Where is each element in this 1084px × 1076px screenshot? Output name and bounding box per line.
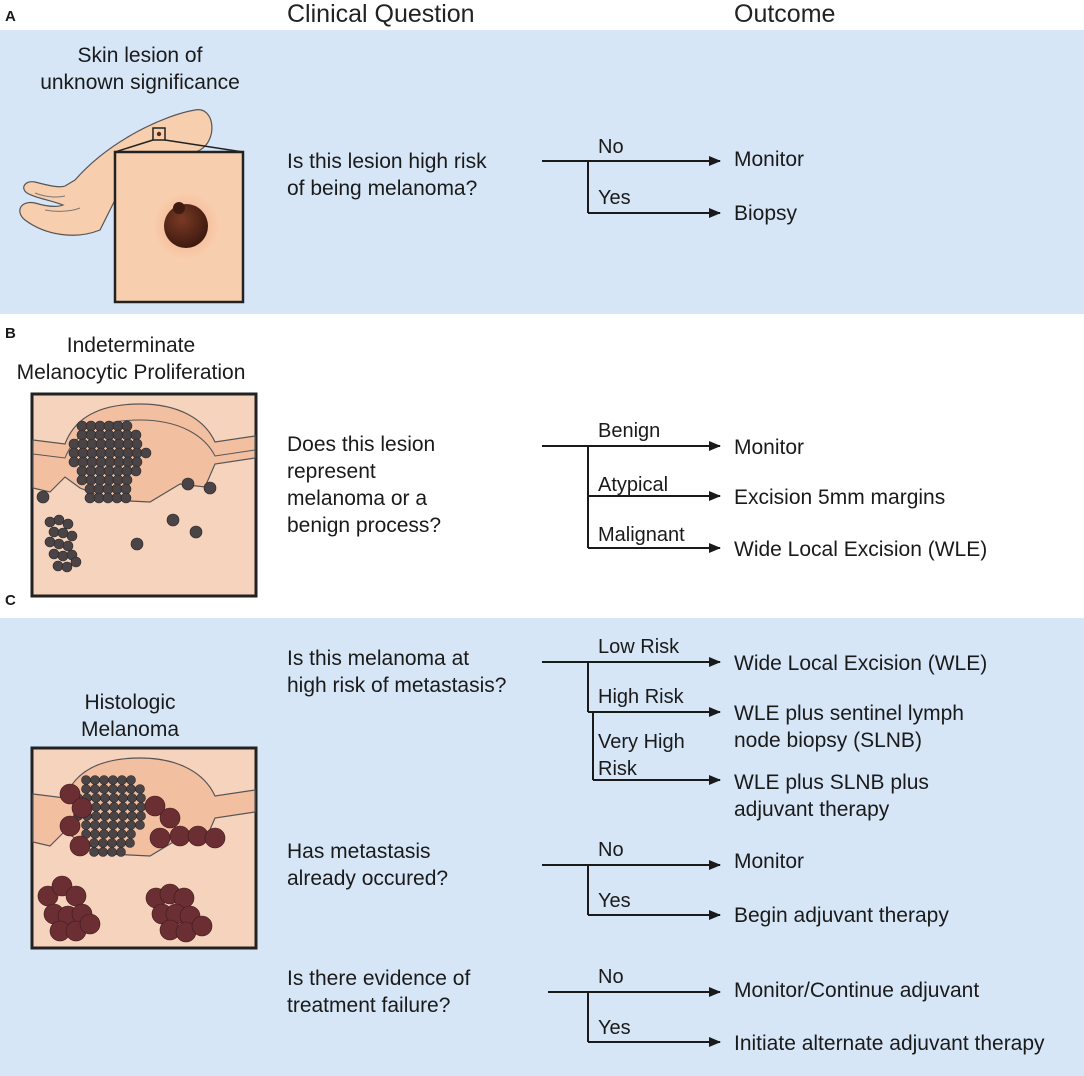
panel-a-image-title-line2: unknown significance — [40, 71, 240, 94]
panel-b-outcome-monitor: Monitor — [734, 436, 805, 459]
nevus-cell — [61, 561, 73, 573]
nevus-cell — [66, 530, 78, 542]
panel-b-flow-arrows — [542, 441, 721, 553]
panel-c-q1-outcome-high-line1: WLE plus sentinel lymph — [734, 702, 964, 725]
panel-c-q3-line2: treatment failure? — [287, 994, 451, 1017]
panel-c-q2-line1: Has metastasis — [287, 840, 431, 863]
panel-c-q3-outcome-alternate: Initiate alternate adjuvant therapy — [734, 1032, 1045, 1055]
panel-c-q3-outcome-monitor: Monitor/Continue adjuvant — [734, 979, 980, 1002]
melanoma-cell — [71, 797, 93, 819]
skin-lesion-illustration — [19, 109, 245, 304]
panel-c-q2-outcome-monitor: Monitor — [734, 850, 805, 873]
panel-b-outcome-excision: Excision 5mm margins — [734, 486, 946, 509]
panel-c-q3-flow-arrows — [548, 987, 721, 1047]
panel-c-q1-branch-low-label: Low Risk — [598, 636, 680, 658]
panel-b-branch-benign-label: Benign — [598, 420, 661, 442]
panel-a-image-title-line1: Skin lesion of — [77, 44, 203, 67]
panel-b-question-line4: benign process? — [287, 514, 442, 537]
nevus-cell — [140, 447, 152, 459]
melanoma-cell — [69, 835, 91, 857]
panel-b-question-line2: represent — [287, 460, 376, 483]
panel-c-q1-outcome-low: Wide Local Excision (WLE) — [734, 652, 988, 675]
melanoma-cell — [204, 827, 226, 849]
panel-b-outcome-wle: Wide Local Excision (WLE) — [734, 538, 988, 561]
nevus-cell — [203, 481, 217, 495]
panel-c-q2-outcome-adjuvant: Begin adjuvant therapy — [734, 904, 949, 927]
panel-c-letter: C — [5, 592, 16, 609]
nevus-cell — [130, 537, 144, 551]
panel-c-q1-branch-high-label: High Risk — [598, 686, 684, 708]
melanoma-small-cell — [125, 838, 135, 848]
melanoma-cell — [191, 915, 213, 937]
outcome-header: Outcome — [734, 0, 836, 28]
nevus-cell — [36, 490, 50, 504]
panel-c-q1-outcome-veryhigh-line2: adjuvant therapy — [734, 798, 890, 821]
panel-c-q1-branch-veryhigh-label-line1: Very High — [598, 731, 685, 753]
melanoma-cell — [59, 815, 81, 837]
melanoma-cell — [149, 827, 171, 849]
panel-c-q1-outcome-veryhigh-line1: WLE plus SLNB plus — [734, 771, 929, 794]
panel-c-q3-line1: Is there evidence of — [287, 967, 471, 990]
panel-c-q2-flow-arrows — [542, 860, 721, 920]
panel-c-q2-branch-no-label: No — [598, 839, 624, 861]
panel-a-branch-no-label: No — [598, 136, 624, 158]
panel-c-image-title-line2: Melanoma — [80, 718, 180, 741]
panel-a-flow-arrows — [542, 156, 721, 218]
panel-c-q2-line2: already occured? — [287, 867, 449, 890]
panel-b-branch-malignant-label: Malignant — [598, 524, 685, 546]
clinical-question-header: Clinical Question — [287, 0, 475, 28]
panel-c-q1-branch-veryhigh-label-line2: Risk — [598, 758, 637, 780]
nevus-cell — [70, 556, 82, 568]
panel-a-letter: A — [5, 8, 16, 25]
panel-a-outcome-biopsy: Biopsy — [734, 202, 798, 225]
nevus-cell — [166, 513, 180, 527]
melanoma-cell — [79, 913, 101, 935]
panel-c-q3-branch-yes-label: Yes — [598, 1017, 631, 1039]
histologic-melanoma-illustration — [30, 746, 258, 950]
panel-b-question-line1: Does this lesion — [287, 433, 436, 456]
panel-a-branch-yes-label: Yes — [598, 187, 631, 209]
melanoma-small-cell — [135, 820, 145, 830]
panel-c-q2-branch-yes-label: Yes — [598, 890, 631, 912]
panel-c-q1-line2: high risk of metastasis? — [287, 674, 507, 697]
nevus-cell — [130, 465, 142, 477]
nevus-cell — [62, 540, 74, 552]
panel-c-image-title-line1: Histologic — [84, 691, 176, 714]
melanoma-small-cell — [116, 847, 126, 857]
panel-b-branch-atypical-label: Atypical — [598, 474, 669, 496]
nevus-cell — [53, 514, 65, 526]
panel-b-question-line3: melanoma or a — [287, 487, 428, 510]
panel-c-q1-flow-arrows — [542, 657, 721, 785]
panel-c-q1-line1: Is this melanoma at — [287, 647, 470, 670]
panel-a-outcome-monitor: Monitor — [734, 148, 805, 171]
nevus-cell — [189, 525, 203, 539]
panel-b-image-title-line2: Melanocytic Proliferation — [16, 361, 246, 384]
nevus-cell — [62, 518, 74, 530]
panel-b-letter: B — [5, 325, 16, 342]
nevus-cell — [181, 477, 195, 491]
melanoma-cell — [59, 783, 81, 805]
panel-c-q3-branch-no-label: No — [598, 966, 624, 988]
panel-c-q1-outcome-high-line2: node biopsy (SLNB) — [734, 729, 922, 752]
melanoma-cell — [144, 795, 166, 817]
indeterminate-proliferation-illustration — [30, 392, 258, 598]
panel-b-image-title-line1: Indeterminate — [66, 334, 196, 357]
panel-a-question-line1: Is this lesion high risk — [287, 150, 487, 173]
nevus-cell — [120, 492, 132, 504]
panel-a-question-line2: of being melanoma? — [287, 177, 478, 200]
melanoma-cell — [159, 807, 181, 829]
